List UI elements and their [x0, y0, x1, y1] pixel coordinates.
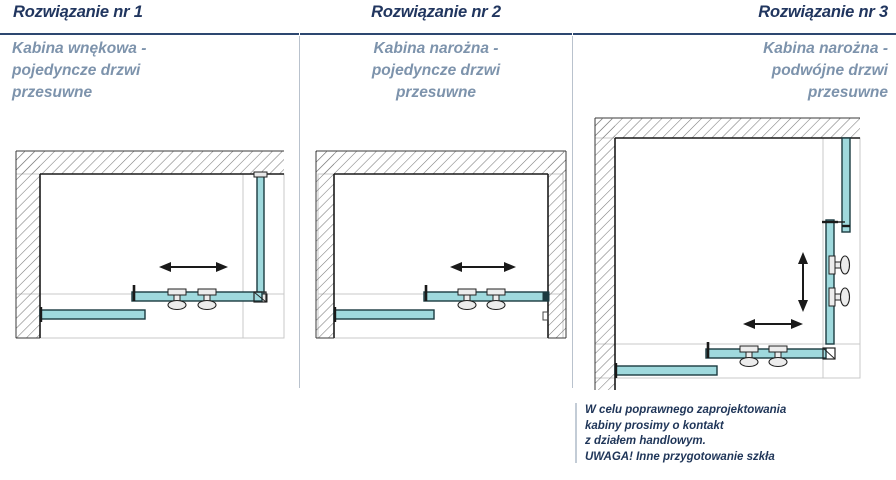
bottom-spacer [0, 472, 896, 480]
right-wall [547, 151, 567, 339]
title-rule-2 [300, 33, 572, 35]
roller-assembly-2 [197, 288, 217, 311]
solution-3-subtitle: Kabina narożna - podwójne drzwi przesuwn… [763, 40, 888, 101]
fixed-glass-panel [333, 307, 435, 322]
fixed-glass-panel [614, 363, 718, 378]
vertical-motion-arrow [798, 252, 808, 312]
solution-column-3: Rozwiązanie nr 3 Kabina narożna - podwój… [573, 0, 896, 480]
corner-fitting [822, 347, 836, 360]
sliding-door-panel [131, 285, 263, 302]
side-glass-panel [253, 171, 268, 303]
vertical-roller-assembly-1 [828, 255, 851, 275]
solution-2-subtitle: Kabina narożna - pojedyncze drzwi przesu… [371, 40, 501, 101]
solution-1-subtitle: Kabina wnękowa - pojedyncze drzwi przesu… [12, 40, 147, 101]
fixed-glass-panel [39, 307, 146, 322]
vertical-fixed-panel [822, 219, 845, 345]
sliding-door-panel [423, 285, 549, 302]
corner-fitting [253, 291, 267, 303]
wall-fitting [542, 291, 550, 321]
roller-assembly-1 [739, 345, 759, 368]
left-wall [15, 151, 41, 339]
top-wall [16, 150, 284, 175]
left-wall [315, 151, 335, 339]
sliding-door-panel [705, 342, 827, 359]
roller-assembly-1 [167, 288, 187, 311]
roller-assembly-1 [457, 288, 477, 311]
top-wall [316, 150, 566, 175]
horizontal-motion-arrow [743, 319, 803, 329]
solution-column-2: Rozwiązanie nr 2 Kabina narożna - pojedy… [300, 0, 572, 480]
title-rule-1 [0, 33, 299, 35]
left-wall [594, 118, 616, 390]
diagram-corner-single-door [310, 148, 575, 343]
horizontal-motion-arrow [450, 262, 516, 272]
diagram-corner-double-doors [573, 108, 896, 393]
roller-assembly-2 [486, 288, 506, 311]
solution-1-title: Rozwiązanie nr 1 [13, 3, 143, 21]
vertical-sliding-door [841, 137, 851, 233]
title-rule-3 [573, 33, 896, 35]
diagram-recess-single-door [8, 148, 293, 343]
column-divider-1 [299, 36, 300, 388]
solution-column-1: Rozwiązanie nr 1 Kabina wnękowa - pojedy… [0, 0, 299, 480]
roller-assembly-2 [768, 345, 788, 368]
column-divider-2 [572, 36, 573, 388]
design-note: W celu poprawnego zaprojektowania kabiny… [585, 404, 787, 463]
top-wall [595, 117, 860, 139]
vertical-roller-assembly-2 [828, 287, 851, 307]
note-accent-bar [575, 403, 577, 463]
solution-2-title: Rozwiązanie nr 2 [371, 3, 501, 21]
solution-3-title: Rozwiązanie nr 3 [758, 3, 888, 21]
horizontal-motion-arrow [159, 262, 228, 272]
